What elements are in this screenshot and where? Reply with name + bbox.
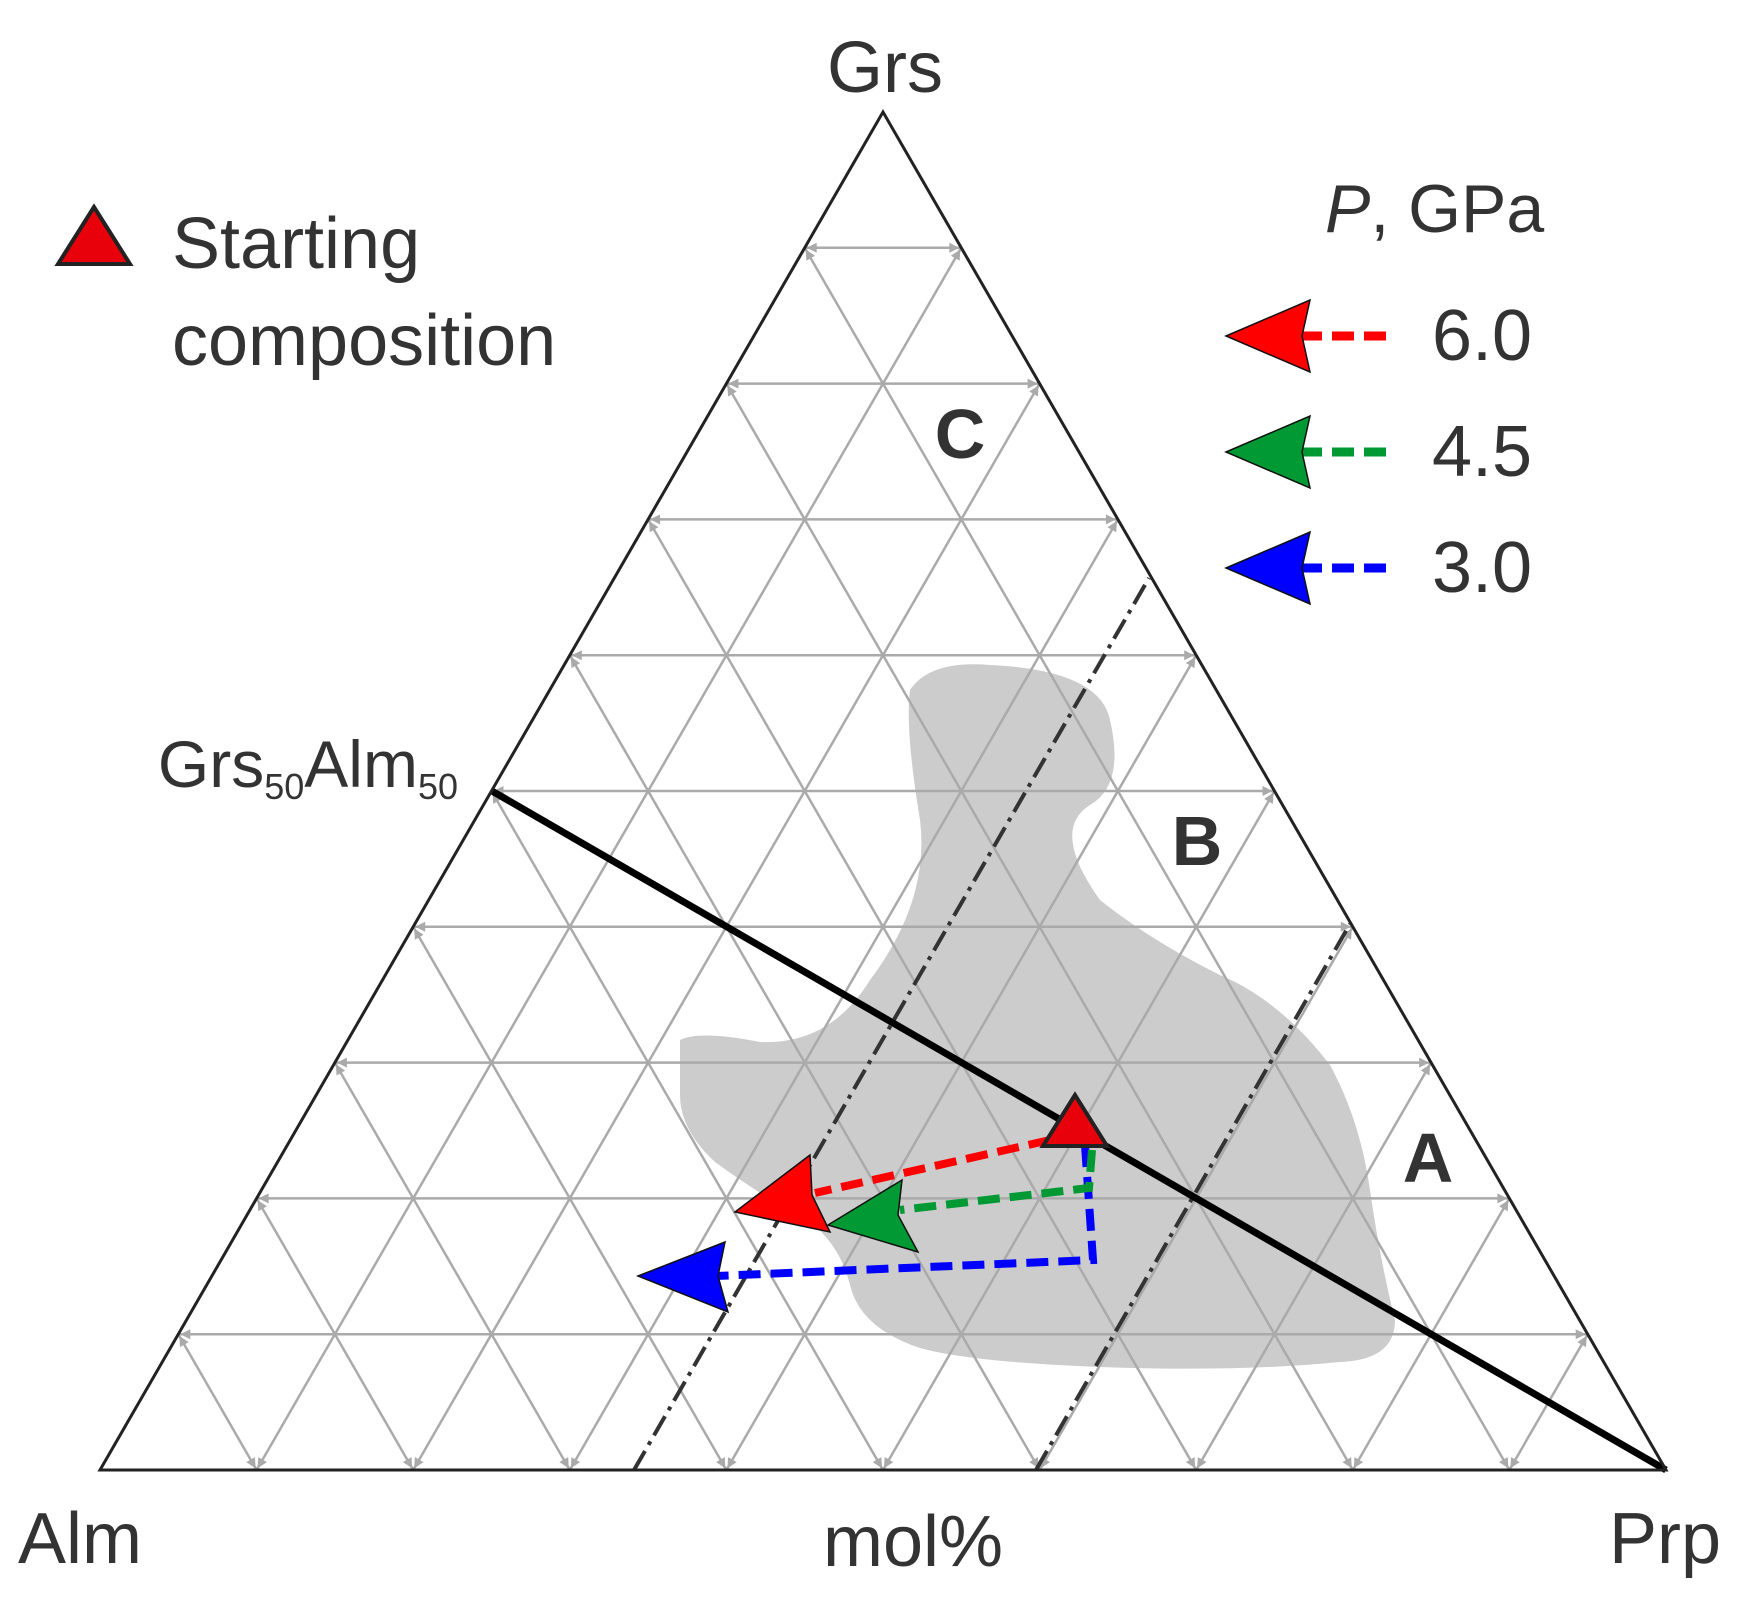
grid-tick [650,514,661,525]
apex-label-alm: Alm [18,1499,142,1579]
join-point-label: Grs50Alm50 [158,727,458,807]
legend-title: P, GPa [1325,171,1544,247]
grid-tick [1342,928,1352,940]
grid-line [177,1333,258,1471]
grid-line [255,1197,415,1471]
grid-tick [727,385,737,397]
grid-tick [336,1057,347,1068]
grid-tick [884,1457,894,1469]
apex-label-grs: Grs [827,28,943,108]
grid-tick [1184,650,1195,661]
grid-tick [1575,1329,1586,1340]
grid-tick [1342,1457,1352,1469]
grid-tick [414,1457,424,1469]
grid-tick [415,921,426,932]
grid-tick [1577,1335,1587,1348]
legend-arrowhead-4.5 [1224,414,1312,490]
grid-tick [570,656,581,669]
legend-starting-label-line2: composition [172,301,556,381]
legend-label-6.0: 6.0 [1432,296,1532,376]
grid-tick [950,249,961,261]
grid-tick [716,1457,726,1469]
grid-tick [1262,786,1273,796]
grid-tick [806,242,817,253]
grid-tick [1420,1064,1431,1076]
grid-tick [649,521,659,533]
boundary-line-ab [1034,923,1352,1471]
grid-tick [1029,1457,1039,1469]
grid-tick [257,1200,267,1212]
grid-tick [1340,921,1351,932]
legend-starting-label-line1: Starting [172,204,420,284]
join-label-base: Grs [158,727,264,801]
grid-tick [1497,1193,1508,1204]
grid-tick [1419,1057,1430,1068]
grid-tick [1499,1457,1509,1469]
trend-arrows [635,1136,1098,1314]
arrowhead-3.0 [635,1240,730,1314]
legend-label-4.5: 4.5 [1432,412,1532,492]
join-label-sub1: 50 [264,766,304,807]
grid-tick [570,1457,581,1469]
field-label-b: B [1172,802,1223,880]
grid-tick [727,1457,737,1469]
grid-tick [1499,1200,1509,1212]
grid-line [803,247,1511,1471]
grid-tick [559,1457,569,1469]
grid-tick [414,928,424,940]
boundary-line-bc [632,576,1151,1472]
grid-tick [180,1329,191,1340]
arrowhead-6.0 [733,1153,832,1234]
legend-arrowhead-6.0 [1224,298,1312,374]
grid-tick [1185,1457,1196,1469]
legend-title-var: P [1325,171,1370,247]
trend-line-6.0 [814,1136,1051,1197]
grid-tick [1107,521,1117,533]
apex-label-prp: Prp [1609,1499,1721,1579]
join-label-mid: Alm [304,727,418,801]
grid-tick [257,1457,267,1469]
grid-tick [1105,514,1116,525]
arrowhead-4.5 [826,1178,920,1254]
grid-line [412,926,728,1471]
field-label-c: C [935,395,986,473]
grid-tick [571,650,582,661]
grid-line [490,790,885,1471]
legend-arrowhead-3.0 [1224,530,1312,606]
grid-tick [872,1457,882,1469]
join-label-sub2: 50 [418,766,458,807]
grid-tick [1353,1457,1364,1469]
grid-tick [1185,656,1196,669]
grid-tick [728,378,739,389]
grid-tick [805,249,816,261]
grid-tick [1029,385,1039,397]
grid-tick [179,1335,189,1348]
triangle-frame [97,108,1669,1472]
legend-title-unit: , GPa [1370,171,1544,247]
field-label-a: A [1403,1119,1454,1197]
legend-starting-marker [54,203,134,266]
grid-tick [246,1457,256,1469]
trend-line-4.5 [899,1149,1096,1214]
grid-tick [1197,1457,1207,1469]
axis-unit-label: mol% [823,1502,1003,1582]
grid-tick [258,1193,269,1204]
grid-tick [949,242,960,253]
grid-tick [1264,792,1274,804]
grid-line [647,518,1198,1471]
grid-tick [1027,378,1038,389]
grid-tick [335,1064,346,1076]
pressure-legend: 6.0 4.5 3.0 [1224,296,1532,608]
starting-composition-marker [1039,1091,1111,1148]
shaded-field [680,664,1395,1369]
grid-tick [402,1457,413,1469]
grid-line [333,1061,571,1471]
grid-tick [1510,1457,1520,1469]
legend-label-3.0: 3.0 [1432,528,1532,608]
